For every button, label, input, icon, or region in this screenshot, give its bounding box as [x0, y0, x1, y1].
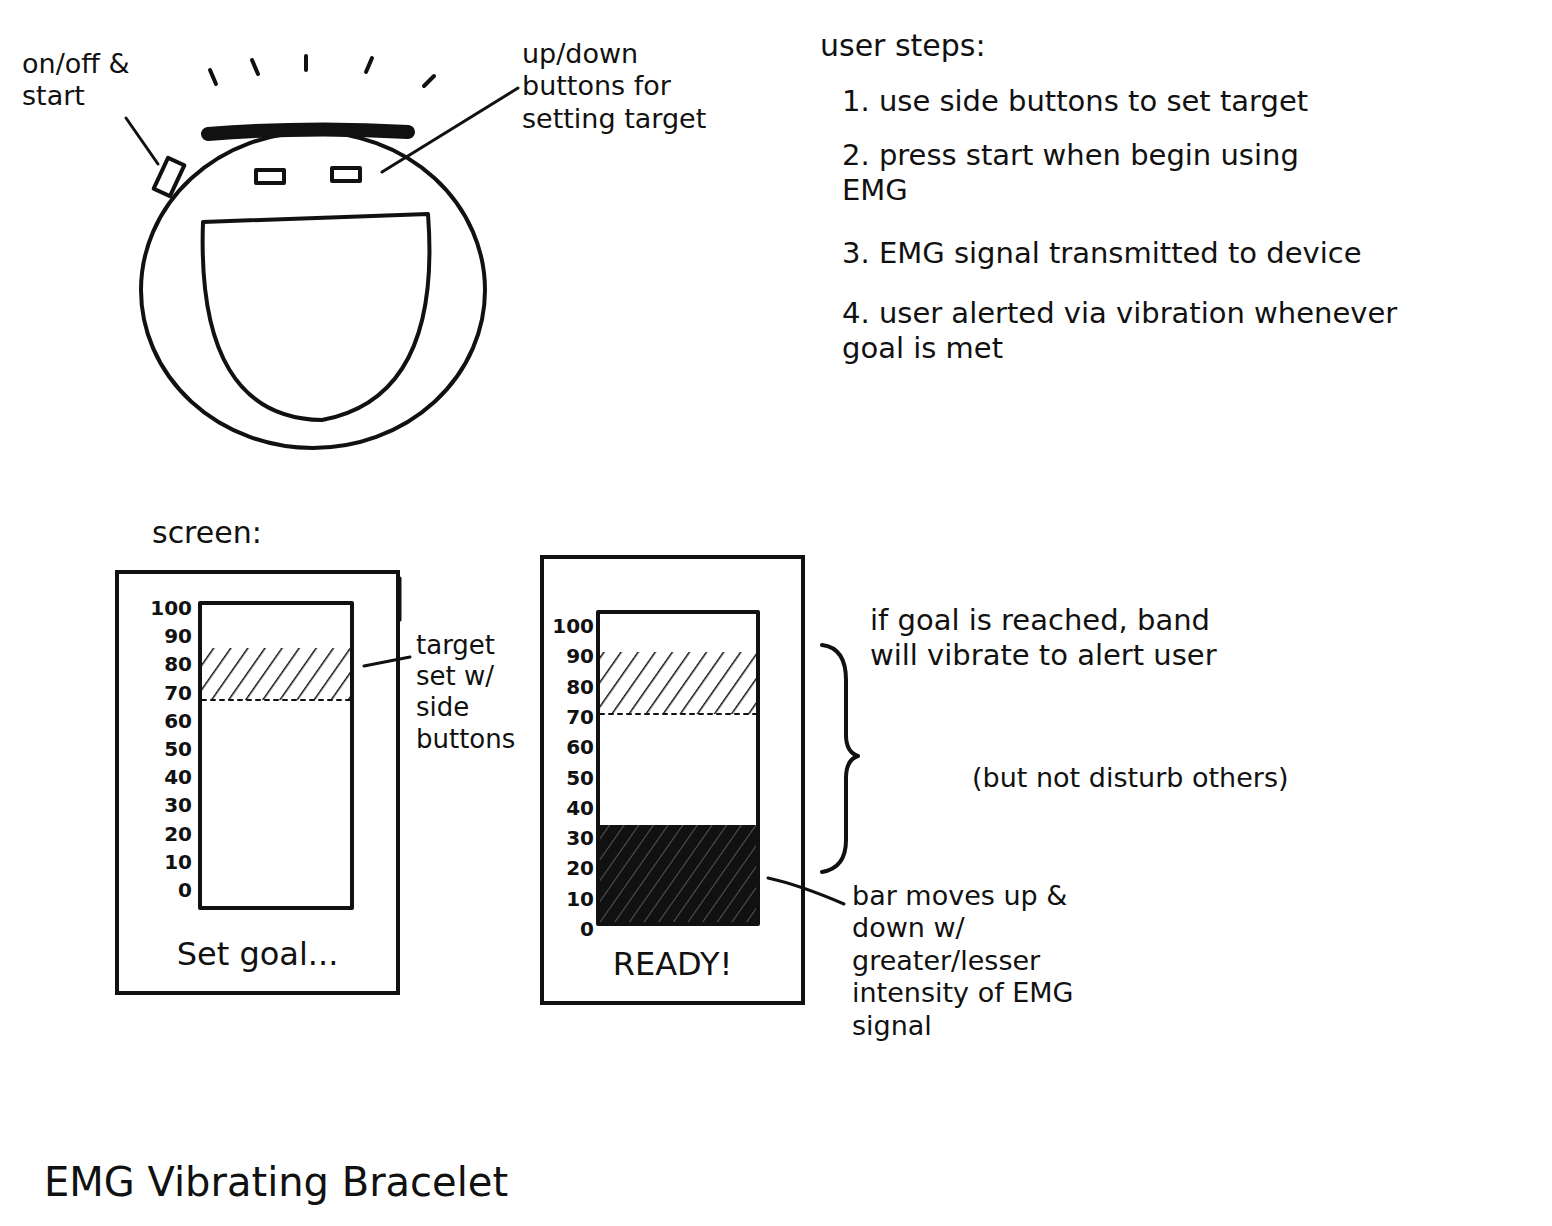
curly-brace	[822, 645, 858, 872]
step-text: 1. use side buttons to set target	[842, 84, 1542, 119]
bracelet-drawing	[141, 129, 485, 448]
screen-bar	[598, 612, 758, 924]
scale-number: 40	[132, 765, 192, 789]
screen-frame: Set goal...	[115, 570, 400, 995]
scale-number: 40	[540, 796, 594, 820]
part-label: up/down buttons for setting target	[522, 38, 722, 135]
scale-number: 60	[132, 709, 192, 733]
annotation: bar moves up & down w/ greater/lesser in…	[852, 880, 1122, 1042]
scale-number: 80	[132, 652, 192, 676]
step-text: 2. press start when begin using EMG	[842, 138, 1362, 208]
scale-number: 50	[132, 737, 192, 761]
scale-number: 70	[132, 681, 192, 705]
annotation: (but not disturb others)	[972, 762, 1432, 794]
vibration-rays	[210, 56, 434, 86]
scale-number: 90	[132, 624, 192, 648]
scale-number: 20	[132, 822, 192, 846]
scale-number: 20	[540, 856, 594, 880]
annotation: if goal is reached, band will vibrate to…	[870, 603, 1230, 673]
scale-number: 60	[540, 735, 594, 759]
title: EMG Vibrating Bracelet	[44, 1158, 508, 1206]
leader-line	[382, 88, 518, 172]
screen-status: READY!	[613, 945, 733, 1001]
scale-number: 100	[132, 596, 192, 620]
leader-line	[126, 118, 158, 164]
section-heading: screen:	[152, 515, 352, 551]
scale-number: 0	[540, 917, 594, 941]
annotation: target set w/ side buttons	[416, 630, 528, 755]
list-heading: user steps:	[820, 28, 1120, 64]
screen-status: Set goal...	[177, 935, 339, 991]
scale-number: 80	[540, 675, 594, 699]
leader-line	[768, 878, 844, 904]
scale-number: 30	[540, 826, 594, 850]
scale-number: 100	[540, 614, 594, 638]
step-text: 3. EMG signal transmitted to device	[842, 236, 1542, 271]
scale-number: 30	[132, 793, 192, 817]
step-text: 4. user alerted via vibration whenever g…	[842, 296, 1402, 366]
scale-number: 50	[540, 766, 594, 790]
scale-number: 10	[132, 850, 192, 874]
scale-number: 70	[540, 705, 594, 729]
scale-number: 90	[540, 644, 594, 668]
screen-bar	[200, 578, 400, 908]
scale-number: 0	[132, 878, 192, 902]
leader-line	[364, 657, 410, 666]
scale-number: 10	[540, 887, 594, 911]
part-label: on/off & start	[22, 48, 172, 113]
